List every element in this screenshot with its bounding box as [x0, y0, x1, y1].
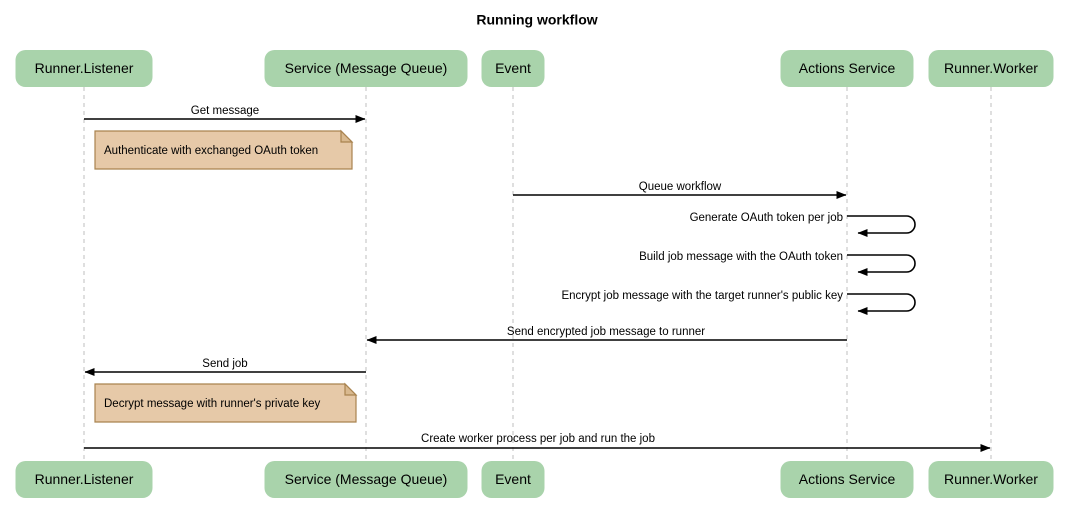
- message-label: Encrypt job message with the target runn…: [561, 290, 843, 302]
- participant-service-message-queue-footer[interactable]: Service (Message Queue): [264, 461, 468, 498]
- note-label: Authenticate with exchanged OAuth token: [104, 145, 318, 157]
- self-loop-path: [847, 215, 916, 237]
- participant-box: [481, 50, 545, 87]
- participant-label: Runner.Listener: [35, 471, 134, 487]
- self-loop-path: [847, 254, 916, 276]
- participant-label: Runner.Listener: [35, 60, 134, 76]
- participant-label: Runner.Worker: [944, 471, 1038, 487]
- participant-box: [15, 461, 153, 498]
- note-body: [94, 383, 357, 423]
- participant-box: [928, 50, 1054, 87]
- participant-box: [928, 461, 1054, 498]
- participant-label: Actions Service: [799, 60, 896, 76]
- participant-box: [15, 50, 153, 87]
- participant-actions-service-footer[interactable]: Actions Service: [780, 461, 914, 498]
- participant-box: [264, 461, 468, 498]
- participant-label: Event: [495, 60, 531, 76]
- message-label: Build job message with the OAuth token: [639, 251, 843, 263]
- participant-runner-listener-footer[interactable]: Runner.Listener: [15, 461, 153, 498]
- participant-runner-worker-header[interactable]: Runner.Worker: [928, 50, 1054, 87]
- participant-label: Actions Service: [799, 471, 896, 487]
- participant-label: Service (Message Queue): [285, 471, 448, 487]
- participant-label: Event: [495, 471, 531, 487]
- message-send-encrypted-job-message-to-runner[interactable]: Send encrypted job message to runner: [366, 326, 847, 344]
- message-label: Generate OAuth token per job: [690, 212, 843, 224]
- participant-runner-worker-footer[interactable]: Runner.Worker: [928, 461, 1054, 498]
- message-create-worker-process-per-job[interactable]: Create worker process per job and run th…: [84, 433, 991, 452]
- participant-label: Service (Message Queue): [285, 60, 448, 76]
- participant-event-header[interactable]: Event: [481, 50, 545, 87]
- participant-service-message-queue-header[interactable]: Service (Message Queue): [264, 50, 468, 87]
- message-label: Get message: [191, 105, 259, 117]
- header-participants-layer: Runner.Listener Service (Message Queue) Ev…: [15, 50, 1054, 87]
- message-generate-oauth-token-per-job[interactable]: Generate OAuth token per job: [690, 212, 916, 237]
- notes-layer: Authenticate with exchanged OAuth tokenD…: [94, 129, 358, 423]
- note-decrypt-message-with-runners-private-key[interactable]: Decrypt message with runner's private ke…: [94, 382, 358, 423]
- message-send-job[interactable]: Send job: [84, 358, 366, 376]
- participant-box: [481, 461, 545, 498]
- participant-event-footer[interactable]: Event: [481, 461, 545, 498]
- diagram-title: Running workflow: [476, 12, 597, 28]
- participant-runner-listener-header[interactable]: Runner.Listener: [15, 50, 153, 87]
- message-get-message[interactable]: Get message: [84, 105, 366, 123]
- message-label: Send job: [202, 358, 247, 370]
- message-label: Queue workflow: [639, 181, 722, 193]
- participant-label: Runner.Worker: [944, 60, 1038, 76]
- note-body: [94, 130, 353, 170]
- message-label: Send encrypted job message to runner: [507, 326, 705, 338]
- message-encrypt-job-message-target-runner-public-key[interactable]: Encrypt job message with the target runn…: [561, 290, 916, 315]
- note-authenticate-with-exchanged-oauth-token[interactable]: Authenticate with exchanged OAuth token: [94, 129, 354, 170]
- participant-box: [264, 50, 468, 87]
- footer-participants-layer: Runner.Listener Service (Message Queue) Ev…: [15, 461, 1054, 498]
- participant-box: [780, 50, 914, 87]
- note-fold-corner-icon: [340, 129, 354, 143]
- message-label: Create worker process per job and run th…: [421, 433, 655, 445]
- lifelines-layer: [83, 87, 992, 461]
- message-queue-workflow[interactable]: Queue workflow: [513, 181, 847, 199]
- note-fold-corner-icon: [344, 382, 358, 396]
- participant-actions-service-header[interactable]: Actions Service: [780, 50, 914, 87]
- message-build-job-message-with-oauth-token[interactable]: Build job message with the OAuth token: [639, 251, 916, 276]
- participant-box: [780, 461, 914, 498]
- self-loop-path: [847, 293, 916, 315]
- note-label: Decrypt message with runner's private ke…: [104, 398, 321, 410]
